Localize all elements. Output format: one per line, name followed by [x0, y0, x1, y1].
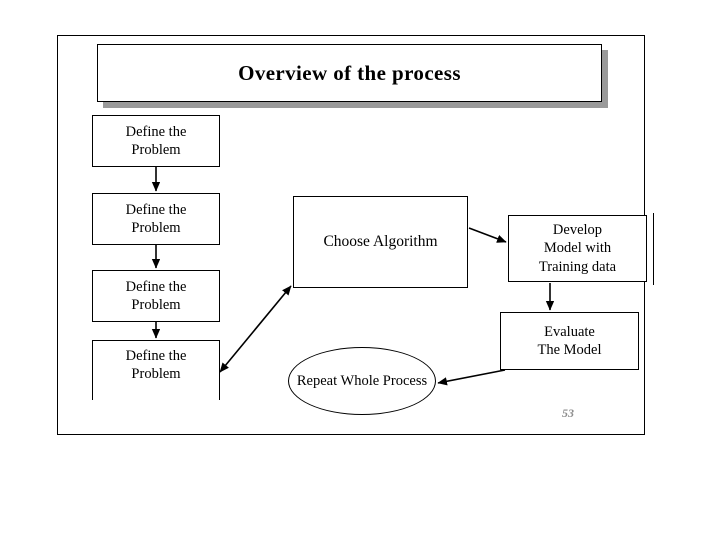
node-define-the-problem-1[interactable]: Define the Problem — [92, 115, 220, 167]
develop-box-edge-artifact — [653, 213, 654, 285]
node-label: Define the Problem — [125, 348, 187, 383]
node-define-the-problem-4[interactable]: Define the Problem — [92, 340, 220, 400]
node-define-the-problem-2[interactable]: Define the Problem — [92, 193, 220, 245]
node-label: Evaluate The Model — [537, 323, 602, 358]
node-evaluate-the-model[interactable]: Evaluate The Model — [500, 312, 639, 370]
node-label: Develop Model with Training data — [538, 222, 617, 275]
title-box: Overview of the process — [97, 44, 602, 102]
page-title: Overview of the process — [238, 60, 461, 85]
node-develop-model-with-training-data[interactable]: Develop Model with Training data — [508, 215, 647, 282]
node-label: Define the Problem — [125, 278, 187, 313]
node-define-the-problem-3[interactable]: Define the Problem — [92, 270, 220, 322]
node-choose-algorithm[interactable]: Choose Algorithm — [293, 196, 468, 288]
node-label: Define the Problem — [125, 201, 187, 236]
node-label: Repeat Whole Process — [296, 372, 428, 389]
node-label: Choose Algorithm — [323, 233, 438, 251]
page-number: 53 — [562, 406, 574, 420]
node-label: Define the Problem — [125, 123, 187, 158]
node-repeat-whole-process[interactable]: Repeat Whole Process — [288, 347, 436, 415]
